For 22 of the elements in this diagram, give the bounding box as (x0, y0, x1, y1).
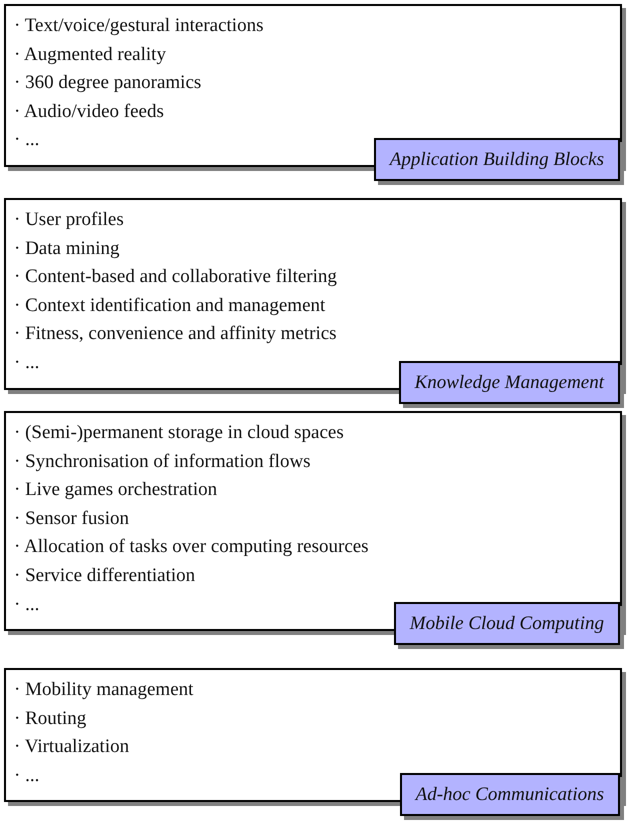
list-item: · User profiles (14, 208, 125, 232)
list-item: · Audio/video feeds (14, 100, 165, 124)
list-item: · Live games orchestration (14, 478, 218, 502)
list-item: · Fitness, convenience and affinity metrics (14, 322, 338, 346)
list-item: · Sensor fusion (14, 506, 130, 531)
list-item: · Service differentiation (14, 564, 196, 588)
list-item: · Text/voice/gestural interactions (14, 14, 264, 38)
list-item: · ... (14, 592, 40, 617)
list-item: · 360 degree panoramics (14, 71, 202, 96)
list-item: · Content-based and collaborative filtering (14, 265, 338, 290)
list-item: · Mobility management (14, 678, 194, 702)
list-item: · Augmented reality (14, 42, 167, 67)
list-item: · Allocation of tasks over computing resources (14, 535, 370, 560)
list-item: · Routing (14, 706, 88, 731)
list-item: · Context identification and management (14, 294, 326, 318)
list-item: · ... (14, 764, 40, 788)
list-item: · ... (14, 350, 40, 375)
list-item: · Synchronisation of information flows (14, 450, 312, 474)
list-item: · Virtualization (14, 735, 130, 760)
list-item: · ... (14, 128, 40, 152)
list-item: · (Semi-)permanent storage in cloud spaces (14, 421, 345, 445)
list-item: · Data mining (14, 236, 121, 261)
